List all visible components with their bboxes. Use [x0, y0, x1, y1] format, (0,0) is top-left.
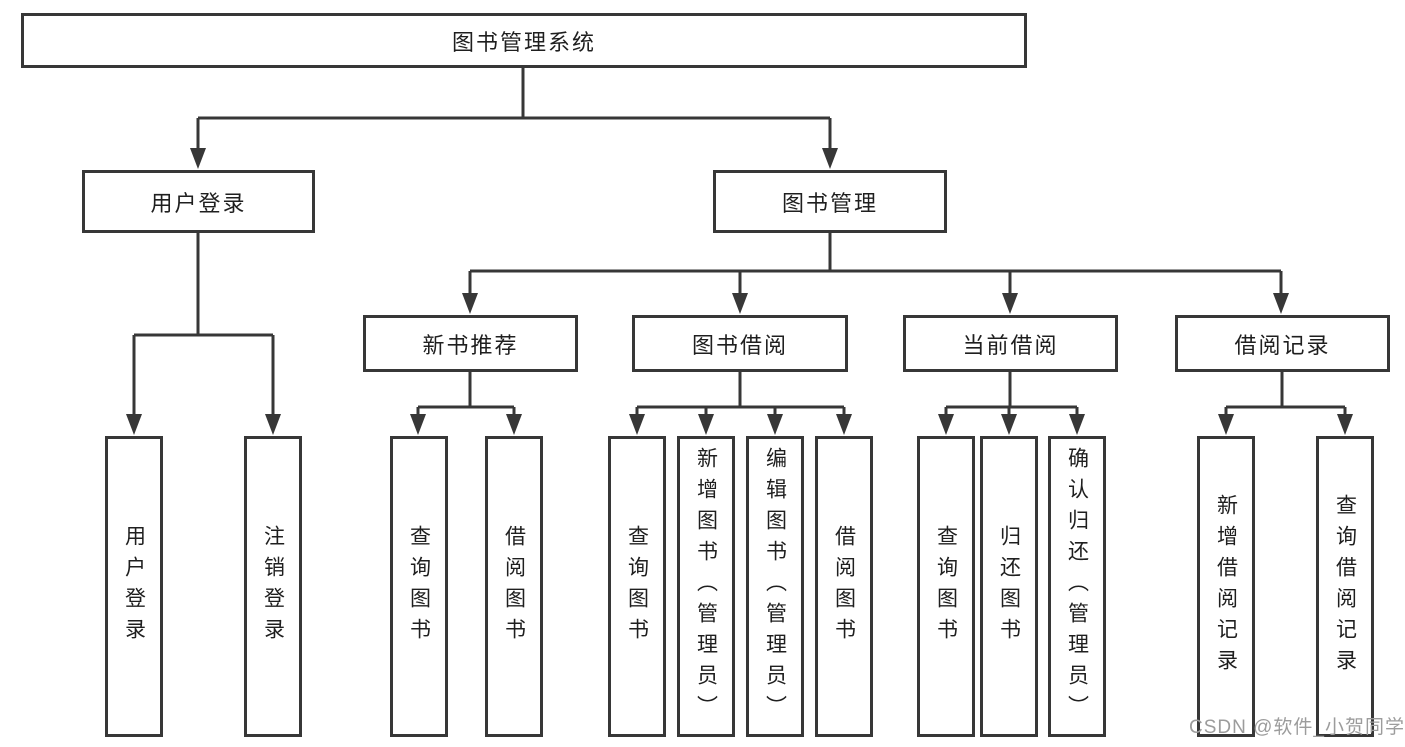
leaf-query-books-current: 查询图书: [917, 436, 975, 737]
leaf-confirm-return-admin: 确认归还（管理员）: [1048, 436, 1106, 737]
leaf-add-borrow-record: 新增借阅记录: [1197, 436, 1255, 737]
node-new-book-recommendation: 新书推荐: [363, 315, 578, 372]
node-user-login: 用户登录: [82, 170, 315, 233]
node-book-borrowing: 图书借阅: [632, 315, 848, 372]
leaf-return-books: 归还图书: [980, 436, 1038, 737]
leaf-query-books-borrowing: 查询图书: [608, 436, 666, 737]
leaf-add-book-admin: 新增图书（管理员）: [677, 436, 735, 737]
leaf-user-login: 用户登录: [105, 436, 163, 737]
leaf-borrow-books-borrowing: 借阅图书: [815, 436, 873, 737]
leaf-query-borrow-record: 查询借阅记录: [1316, 436, 1374, 737]
connector-paths: [132, 68, 1347, 417]
leaf-edit-book-admin: 编辑图书（管理员）: [746, 436, 804, 737]
node-library-management-system: 图书管理系统: [21, 13, 1027, 68]
node-book-management: 图书管理: [713, 170, 947, 233]
leaf-query-books-recommendation: 查询图书: [390, 436, 448, 737]
node-current-borrowing: 当前借阅: [903, 315, 1118, 372]
leaf-borrow-books-recommendation: 借阅图书: [485, 436, 543, 737]
node-borrowing-records: 借阅记录: [1175, 315, 1390, 372]
leaf-logout: 注销登录: [244, 436, 302, 737]
csdn-watermark: CSDN @软件_小贺同学: [1189, 717, 1405, 738]
